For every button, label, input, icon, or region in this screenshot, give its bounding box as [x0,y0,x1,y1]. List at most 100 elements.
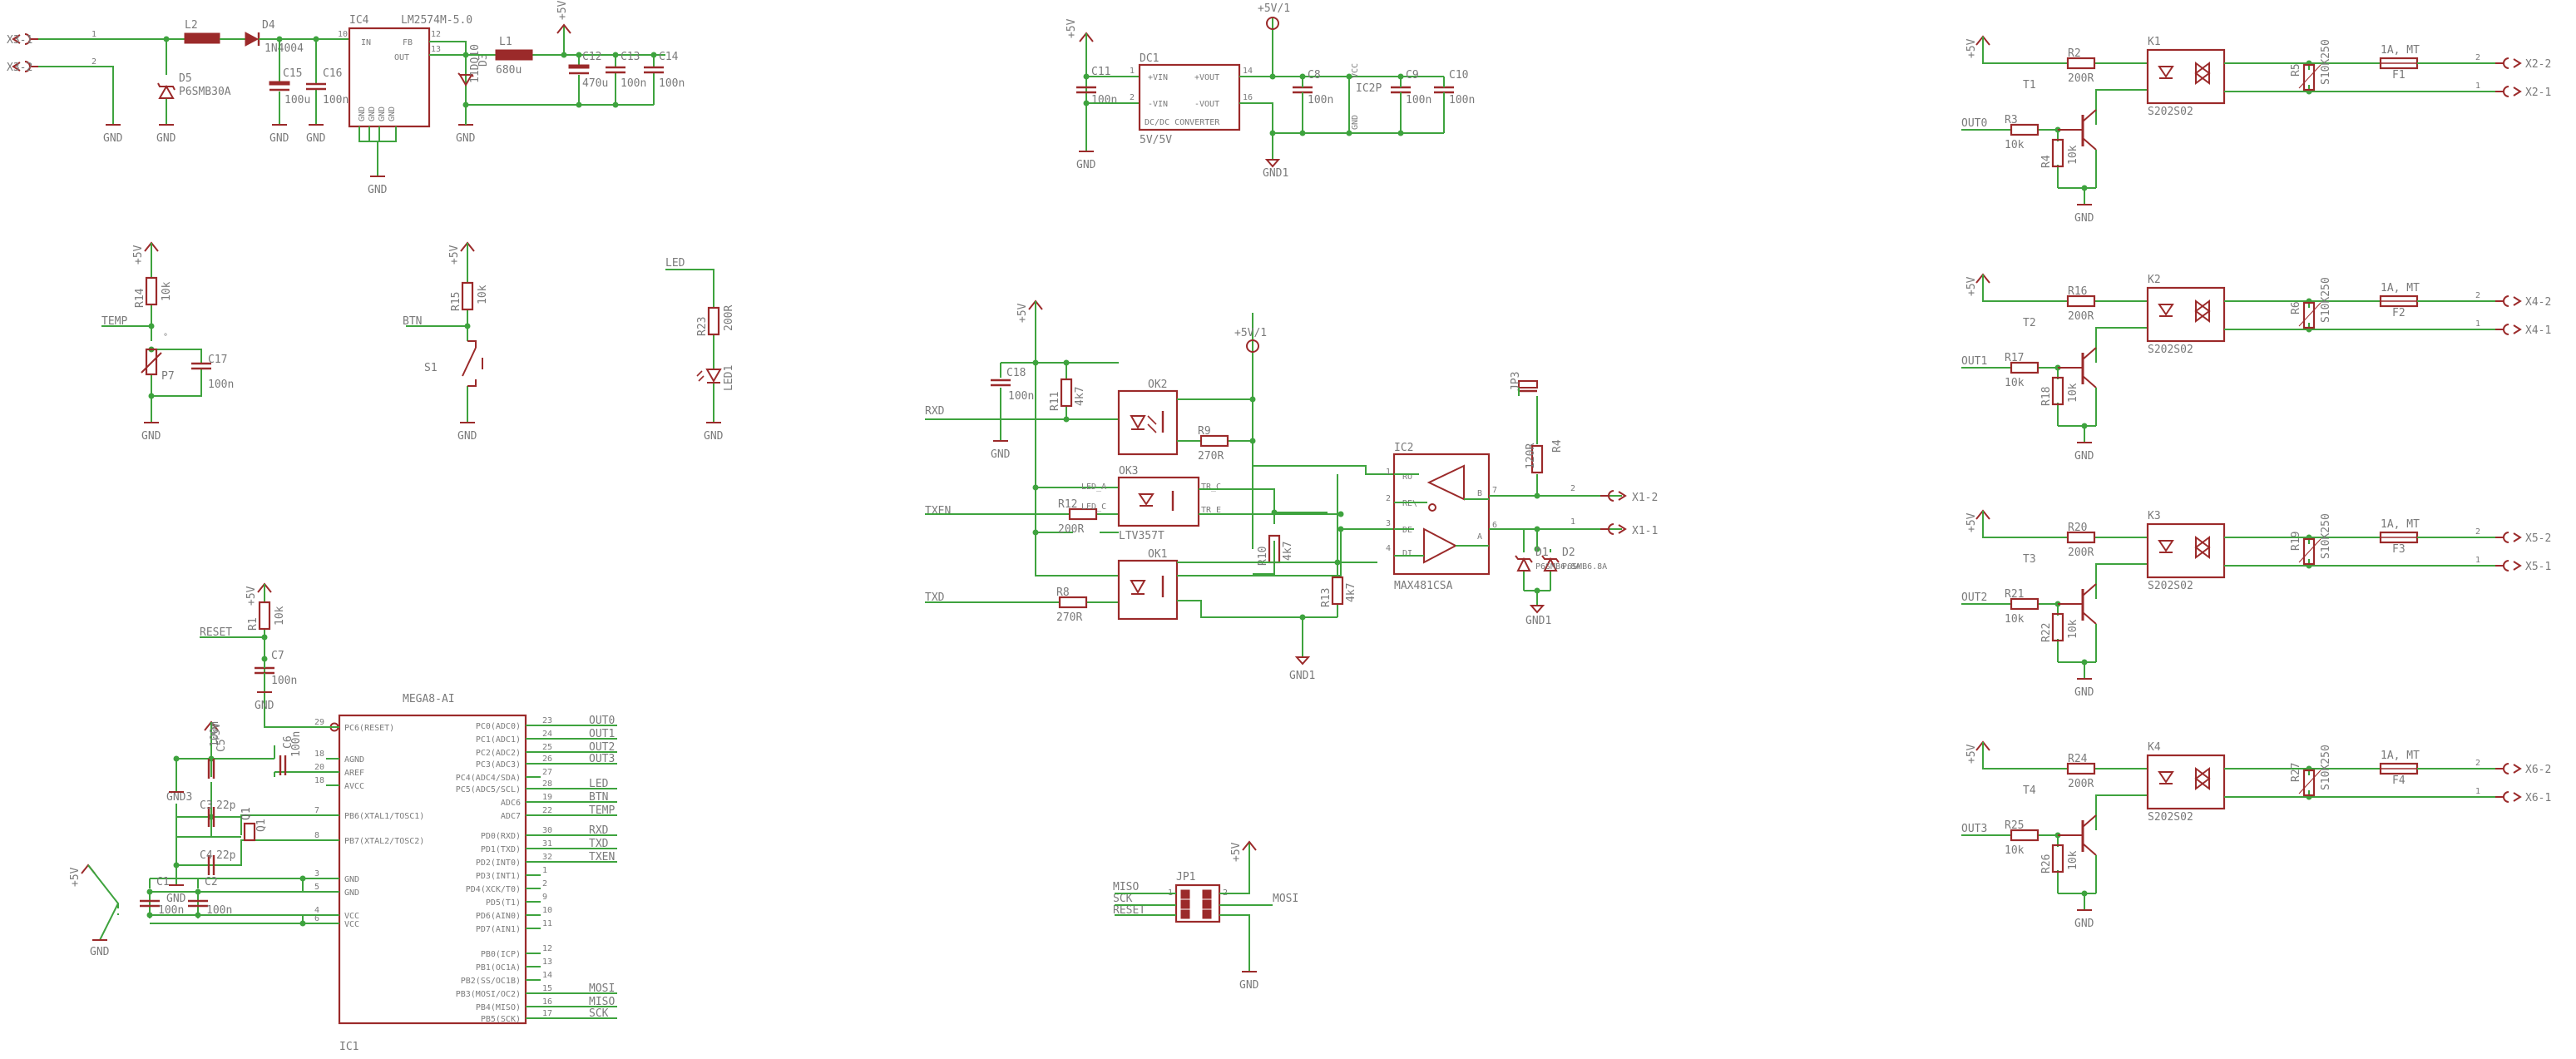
svg-text:C18: C18 [1006,367,1026,379]
tvs-diode-d2[interactable] [1541,555,1560,572]
ic1-pin-number: 11 [542,919,552,928]
transistor-1[interactable] [2058,347,2097,388]
q1-label: Q1 [240,807,253,820]
resistor-pulldown-2[interactable] [2051,612,2064,642]
output-net-label: OUT2 [1961,591,1987,604]
transistor-2[interactable] [2058,583,2097,625]
ic1-net-label: MOSI [589,982,615,995]
varistor-0[interactable] [2302,63,2316,92]
output-connector-0-pin2[interactable] [2494,57,2521,69]
diode-d4[interactable] [245,32,260,47]
ssr-relay-3[interactable] [2146,754,2226,810]
svg-text:P6SMB6.8A: P6SMB6.8A [1562,562,1607,572]
inductor-l2-label: L2 [185,19,198,32]
svg-text:D4: D4 [262,19,275,32]
led-led1[interactable] [696,369,722,384]
ic1-net-label: MISO [589,996,615,1008]
resistor-r15[interactable] [461,281,474,311]
svg-text:+5V: +5V [132,245,145,265]
rs485-section: +5V C18 100n GND R11 4k7 RXD OK2 R9 270R… [925,300,1658,682]
resistor-pulldown-0[interactable] [2051,138,2064,168]
output-connector-0-pin1[interactable] [2494,86,2521,97]
capacitor-c13[interactable] [604,66,627,74]
thermistor-p7[interactable] [145,348,158,376]
svg-text:100n: 100n [208,379,234,391]
resistor-pulldown-1[interactable] [2051,376,2064,406]
svg-text:R11: R11 [1049,392,1061,411]
capacitor-c16[interactable] [304,82,328,91]
svg-text:TR_C: TR_C [1201,482,1221,492]
output-connector-1-pin1[interactable] [2494,324,2521,335]
resistor-r1[interactable] [258,601,271,631]
svg-text:R5: R5 [2290,63,2302,77]
pushbutton-s1[interactable] [462,340,483,387]
capacitor-c18[interactable] [989,379,1012,387]
svg-text:R2: R2 [2068,47,2081,60]
output-connector-2-pin1[interactable] [2494,560,2521,572]
varistor-1[interactable] [2302,301,2316,329]
resistor-r13[interactable] [1331,576,1344,606]
resistor-r11[interactable] [1060,378,1073,408]
ssr-relay-2[interactable] [2146,522,2226,579]
resistor-r14[interactable] [145,276,158,306]
inductor-l1[interactable] [495,49,533,61]
optocoupler-ok1[interactable] [1117,559,1179,621]
optocoupler-ok3[interactable] [1117,476,1200,527]
output-connector-1-pin2[interactable] [2494,295,2521,307]
ssr-relay-0[interactable] [2146,48,2226,105]
net-temp-label: TEMP [101,315,127,328]
transistor-0[interactable] [2058,109,2097,151]
dcdc-converter-dc1[interactable] [1138,63,1241,131]
resistor-r23[interactable] [707,306,720,336]
svg-text:F2: F2 [2392,307,2405,319]
output-connector-2-pin2[interactable] [2494,532,2521,543]
svg-text:14: 14 [1243,67,1253,76]
capacitor-c9[interactable] [1389,86,1412,94]
output-connector-3-pin1[interactable] [2494,791,2521,803]
diode-d5[interactable] [158,84,175,99]
svg-text:100n: 100n [659,77,685,90]
crystal-q1[interactable] [243,822,256,842]
tvs-diode-d1[interactable] [1515,555,1533,572]
svg-text:C17: C17 [208,354,227,366]
svg-text:+5V: +5V [1965,38,1978,58]
capacitor-c15[interactable] [269,81,290,86]
ic1-pin-number: 7 [314,806,319,815]
transceiver-ic2[interactable] [1392,453,1491,576]
svg-text:R6: R6 [2290,301,2302,314]
svg-text:D2: D2 [1562,547,1575,559]
jumper-jp3[interactable] [1518,380,1538,393]
resistor-pulldown-3[interactable] [2051,844,2064,873]
regulator-ic4[interactable] [348,27,431,128]
capacitor-c8[interactable] [1291,86,1314,94]
ic1-net-label: OUT2 [589,741,615,754]
ic1-pin-name: AVCC [344,782,364,791]
svg-text:GND: GND [358,106,367,121]
transistor-3[interactable] [2058,814,2097,856]
isp-header-jp1[interactable] [1174,883,1221,923]
svg-text:C2: C2 [205,876,218,888]
microcontroller-ic1[interactable] [338,714,527,1025]
ic1-pin-number: 31 [542,839,552,849]
capacitor-c14[interactable] [642,66,665,74]
svg-text:+5V: +5V [1016,303,1029,323]
varistor-2[interactable] [2302,537,2316,566]
ssr-relay-1[interactable] [2146,286,2226,343]
net-txd-label: TXD [925,591,945,604]
ic1-pin-name: PD2(INT0) [476,859,521,868]
capacitor-c10[interactable] [1432,86,1456,94]
varistor-3[interactable] [2302,769,2316,797]
optocoupler-ok2[interactable] [1117,389,1179,456]
output-connector-3-pin2[interactable] [2494,763,2521,774]
svg-text:C15: C15 [283,67,302,80]
mcu-section: +5V R1 10k RESET C7 100n GND MEGA8-AI IC… [69,583,617,1053]
capacitor-c12[interactable] [568,64,590,69]
svg-text:2: 2 [91,57,96,67]
svg-text:1: 1 [1570,517,1575,527]
inductor-l2[interactable] [184,32,220,44]
ic1-pin-name: VCC [344,912,359,921]
